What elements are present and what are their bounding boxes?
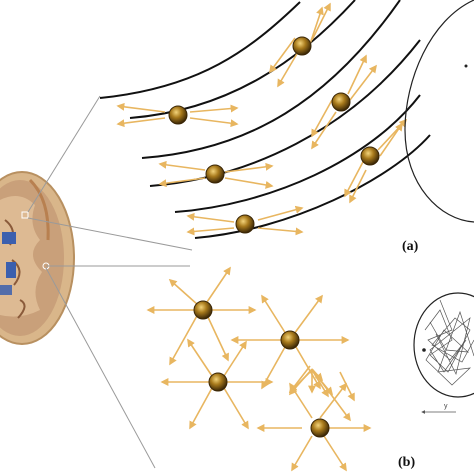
particle-icon bbox=[292, 36, 312, 56]
zoom-lines bbox=[27, 95, 193, 469]
particle-icon bbox=[280, 330, 300, 350]
particle-icon bbox=[205, 164, 225, 184]
particle-icon bbox=[331, 92, 351, 112]
brain-slice-image bbox=[0, 171, 75, 345]
panel-b-label: (b) bbox=[398, 455, 415, 470]
particle-icon bbox=[208, 372, 228, 392]
anisotropic-arrows bbox=[116, 2, 408, 236]
panel-a-label: (a) bbox=[402, 239, 419, 254]
particle-icon bbox=[310, 418, 330, 438]
particle-icon bbox=[168, 105, 188, 125]
anisotropic-particles bbox=[168, 36, 380, 234]
isotropic-arrows-lower bbox=[256, 382, 372, 472]
fiber-bundle bbox=[99, 0, 431, 239]
particle-icon bbox=[360, 146, 380, 166]
panel-a-ellipse bbox=[404, 0, 474, 223]
isotropic-arrows bbox=[146, 266, 355, 430]
panel-b-random-walk: y bbox=[413, 292, 474, 414]
axis-y-label: y bbox=[444, 403, 448, 410]
isotropic-particles bbox=[193, 300, 330, 438]
particle-icon bbox=[235, 214, 255, 234]
particle-icon bbox=[193, 300, 213, 320]
